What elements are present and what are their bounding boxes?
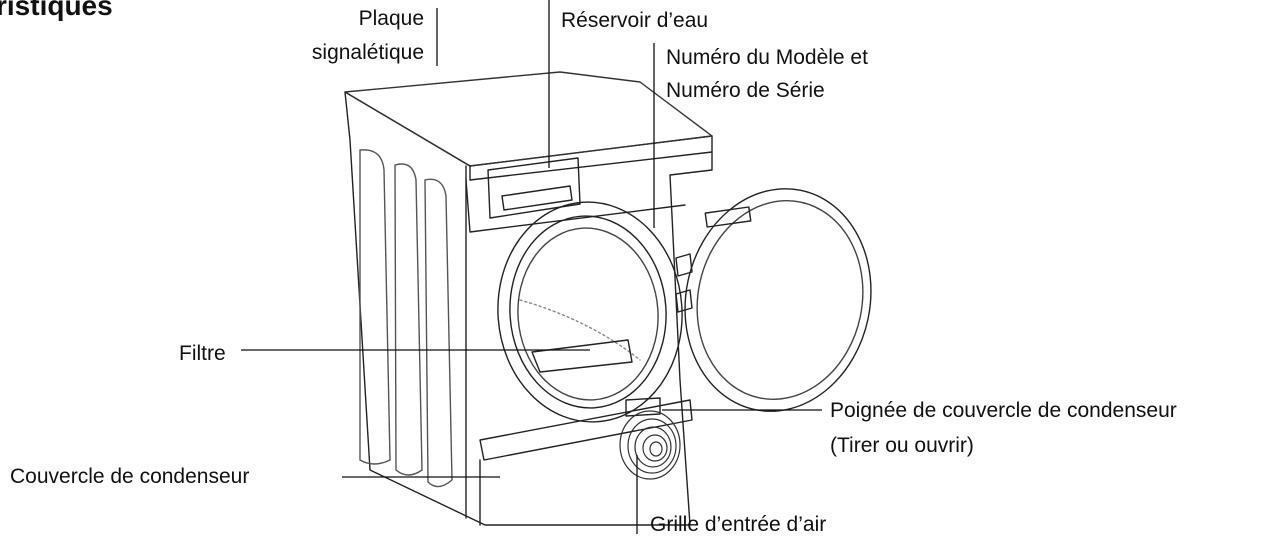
label-reservoir: Réservoir d’eau [561, 9, 709, 32]
condenser-handle [625, 397, 661, 417]
water-reservoir-drawer [487, 157, 581, 219]
door-inner-ring [696, 200, 864, 400]
label-poignee-line2: (Tirer ou ouvrir) [830, 434, 974, 457]
label-modele-line2: Numéro de Série [666, 79, 825, 102]
section-heading-fragment: ristiques [0, 0, 113, 21]
side-recess-3 [424, 178, 453, 488]
label-grille: Grille d’entrée d’air [650, 513, 827, 536]
side-recess-1 [359, 149, 391, 465]
door-seal-inner [509, 215, 667, 409]
label-plaque-line2: signalétique [311, 41, 424, 64]
air-intake-grille-drawing [619, 410, 681, 480]
label-couvercle: Couvercle de condenseur [10, 465, 250, 488]
filter [531, 339, 633, 373]
side-recess-2 [394, 163, 423, 476]
label-plaque-line1: Plaque [358, 7, 424, 30]
condenser-cover [479, 399, 693, 461]
door-seal-outer [497, 201, 683, 423]
dryer-body [344, 91, 713, 526]
door-hinge [675, 253, 693, 313]
door-outer-ring [684, 188, 872, 412]
model-serial-plate [704, 206, 752, 228]
drum-opening [517, 227, 659, 401]
label-poignee-line1: Poignée de couvercle de condenseur [830, 399, 1177, 422]
label-modele-line1: Numéro du Modèle et [666, 46, 868, 69]
label-filtre: Filtre [179, 342, 226, 365]
dryer-top [344, 71, 713, 167]
